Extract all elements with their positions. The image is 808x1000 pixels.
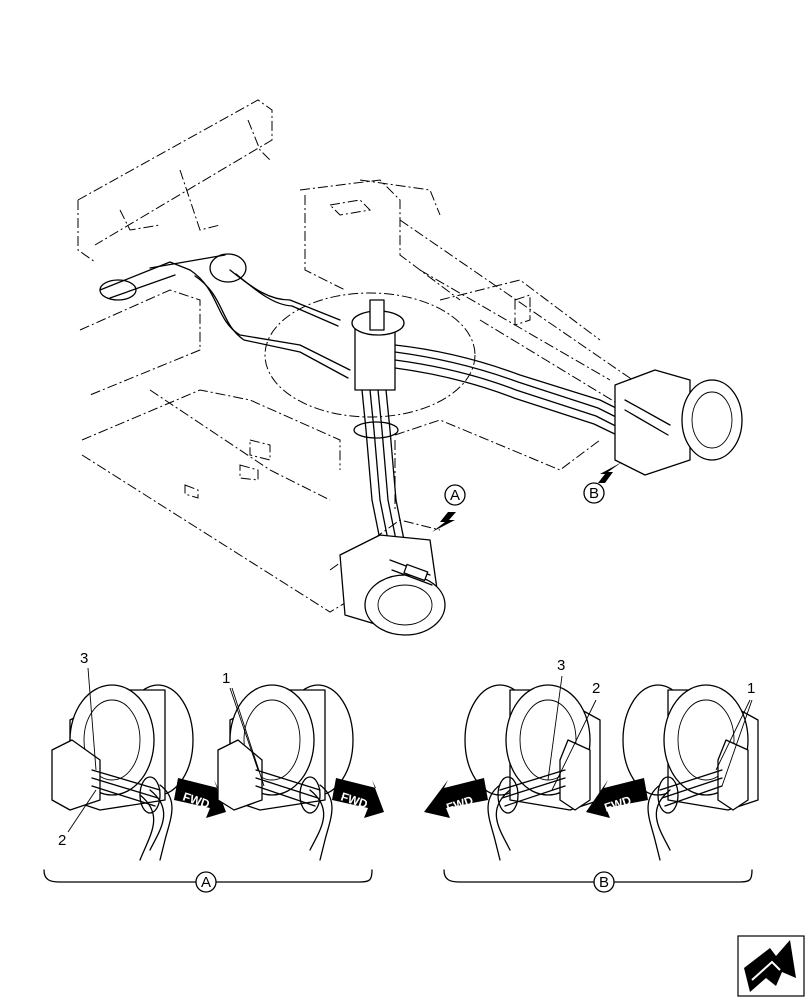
detail-a: FWD 3 2 FWD 1 A xyxy=(43,650,384,893)
item-2-label: 2 xyxy=(58,832,66,849)
detail-a-left-motor: FWD 3 2 xyxy=(51,650,226,861)
detail-a-label: A xyxy=(201,874,211,891)
callout-b-label: B xyxy=(589,485,599,502)
detail-a-right-motor: FWD 1 xyxy=(217,670,384,861)
item-2-label-b: 2 xyxy=(592,680,600,697)
callout-b: B xyxy=(583,462,622,504)
detail-b-label: B xyxy=(599,874,609,891)
callout-a-label: A xyxy=(450,487,460,504)
item-1-label: 1 xyxy=(222,670,230,687)
item-3-label-b: 3 xyxy=(557,657,565,674)
callout-a: A xyxy=(432,484,466,532)
swing-cylinder xyxy=(99,253,247,301)
travel-motor-left xyxy=(339,534,446,636)
item-3-label: 3 xyxy=(80,650,88,667)
detail-b-left-motor: FWD 3 2 xyxy=(424,657,601,861)
next-page-arrow-icon[interactable] xyxy=(737,935,805,997)
item-1-label-b: 1 xyxy=(747,680,755,697)
hydraulic-hoses xyxy=(189,269,661,541)
travel-motor-right xyxy=(614,369,743,476)
detail-b: FWD 3 2 FWD 1 B xyxy=(424,657,759,893)
undercarriage-frame xyxy=(77,99,661,613)
detail-b-right-motor: FWD 1 xyxy=(586,680,759,861)
